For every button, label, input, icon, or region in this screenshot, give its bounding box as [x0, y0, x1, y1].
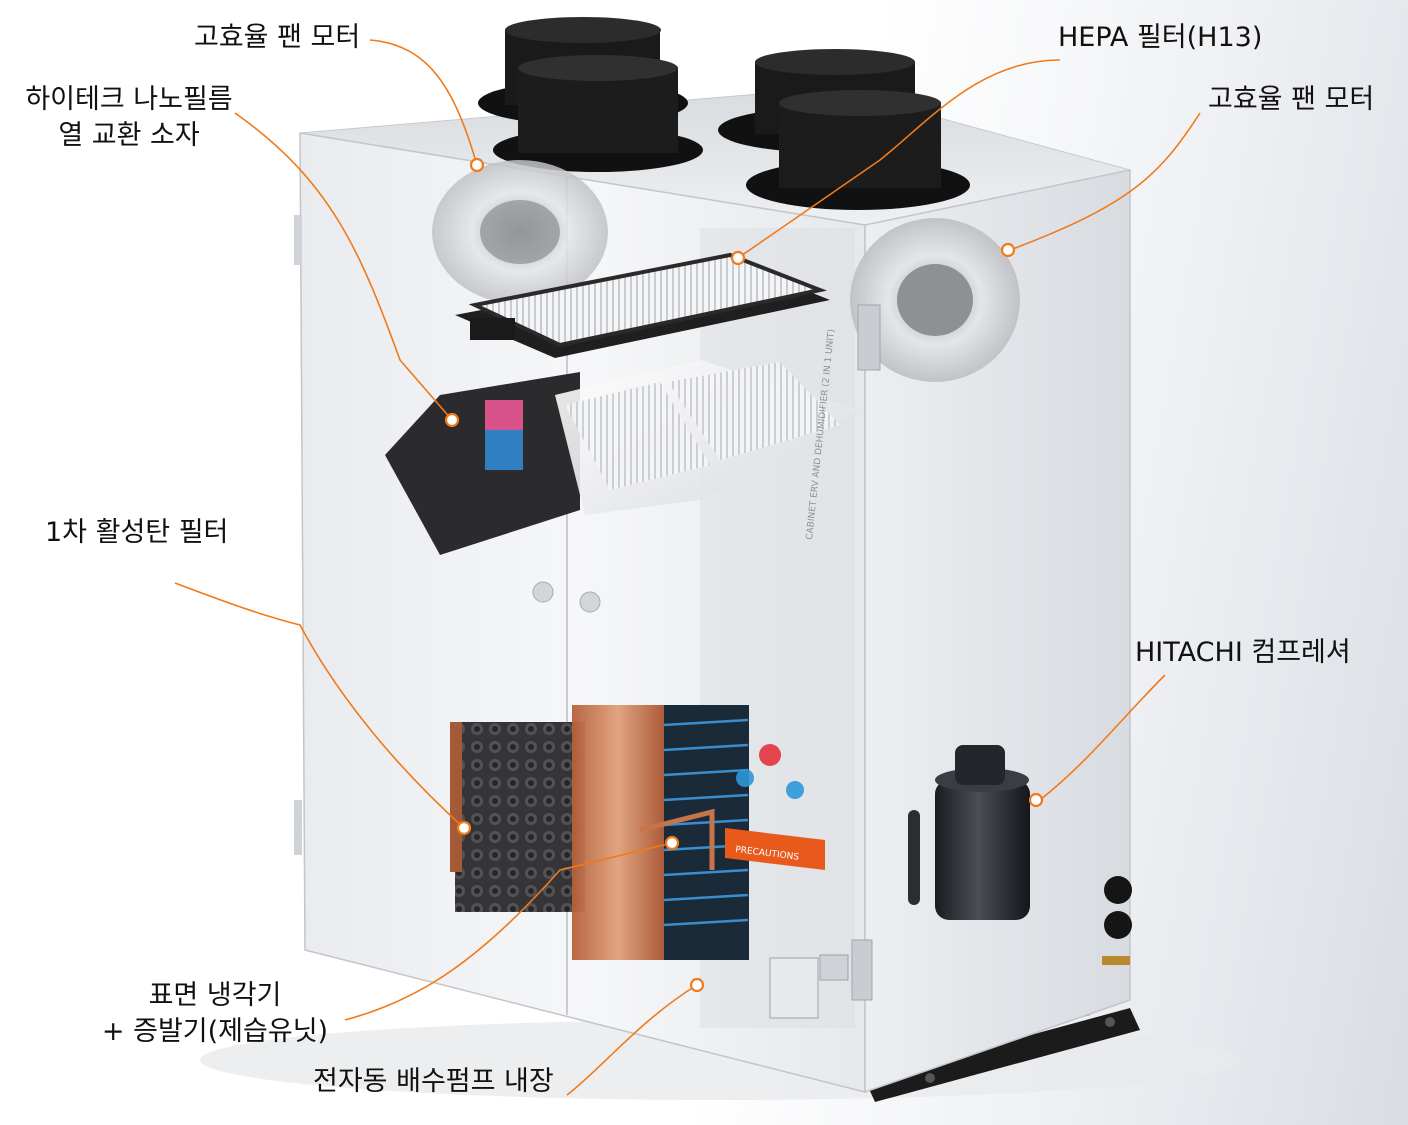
marker-hepa: [730, 250, 746, 266]
leader-carbon-filter: [174, 582, 465, 829]
precautions-label: PRECAUTIONS: [725, 744, 825, 870]
marker-heat-exchanger: [444, 412, 460, 428]
label-heat-exchanger-line1: 하이테크 나노필름: [25, 84, 233, 115]
leader-fan-left: [369, 39, 478, 166]
marker-fan-right: [1000, 242, 1016, 258]
hitachi-compressor: [908, 745, 1030, 920]
label-drain-pump: 전자동 배수펌프 내장: [313, 1066, 554, 1097]
leader-drain-pump: [566, 984, 698, 1096]
evaporator-coil: [572, 705, 749, 960]
callout-markers: [444, 157, 1044, 993]
label-evaporator: 표면 냉각기 + 증발기(제습유닛): [80, 978, 350, 1050]
label-heat-exchanger-line2: 열 교환 소자: [58, 120, 200, 151]
carbon-filter: [450, 722, 585, 912]
label-evaporator-line1: 표면 냉각기: [148, 980, 282, 1011]
drain-pump: [769, 954, 849, 1019]
label-fan-motor-right: 고효율 팬 모터: [1208, 84, 1375, 115]
label-carbon-filter: 1차 활성탄 필터: [45, 517, 229, 548]
label-hepa-filter: HEPA 필터(H13): [1058, 22, 1263, 53]
leader-evaporator: [344, 842, 673, 1021]
hepa-filter: [455, 252, 830, 358]
marker-drain-pump: [689, 977, 705, 993]
door-hinges: [851, 304, 881, 1001]
leader-compressor: [1039, 674, 1166, 801]
marker-compressor: [1028, 792, 1044, 808]
duct-collars: [478, 17, 970, 210]
fan-motor-right: [850, 218, 1020, 382]
label-compressor: HITACHI 컴프레셔: [1135, 637, 1351, 668]
label-fan-motor-left: 고효율 팬 모터: [194, 22, 361, 53]
heat-exchanger-core: [385, 360, 860, 555]
label-heat-exchanger: 하이테크 나노필름 열 교환 소자: [18, 82, 240, 154]
leader-lines: [174, 39, 1201, 1096]
fan-motor-left: [432, 160, 608, 304]
leader-heat-exchanger: [234, 112, 453, 421]
cable-glands: [1102, 876, 1132, 965]
leader-fan-right: [1009, 112, 1201, 251]
label-evaporator-line2: + 증발기(제습유닛): [101, 1016, 329, 1047]
marker-carbon-filter: [456, 820, 472, 836]
leader-hepa: [737, 59, 1061, 259]
marker-evaporator: [664, 835, 680, 851]
marker-fan-left: [469, 157, 485, 173]
